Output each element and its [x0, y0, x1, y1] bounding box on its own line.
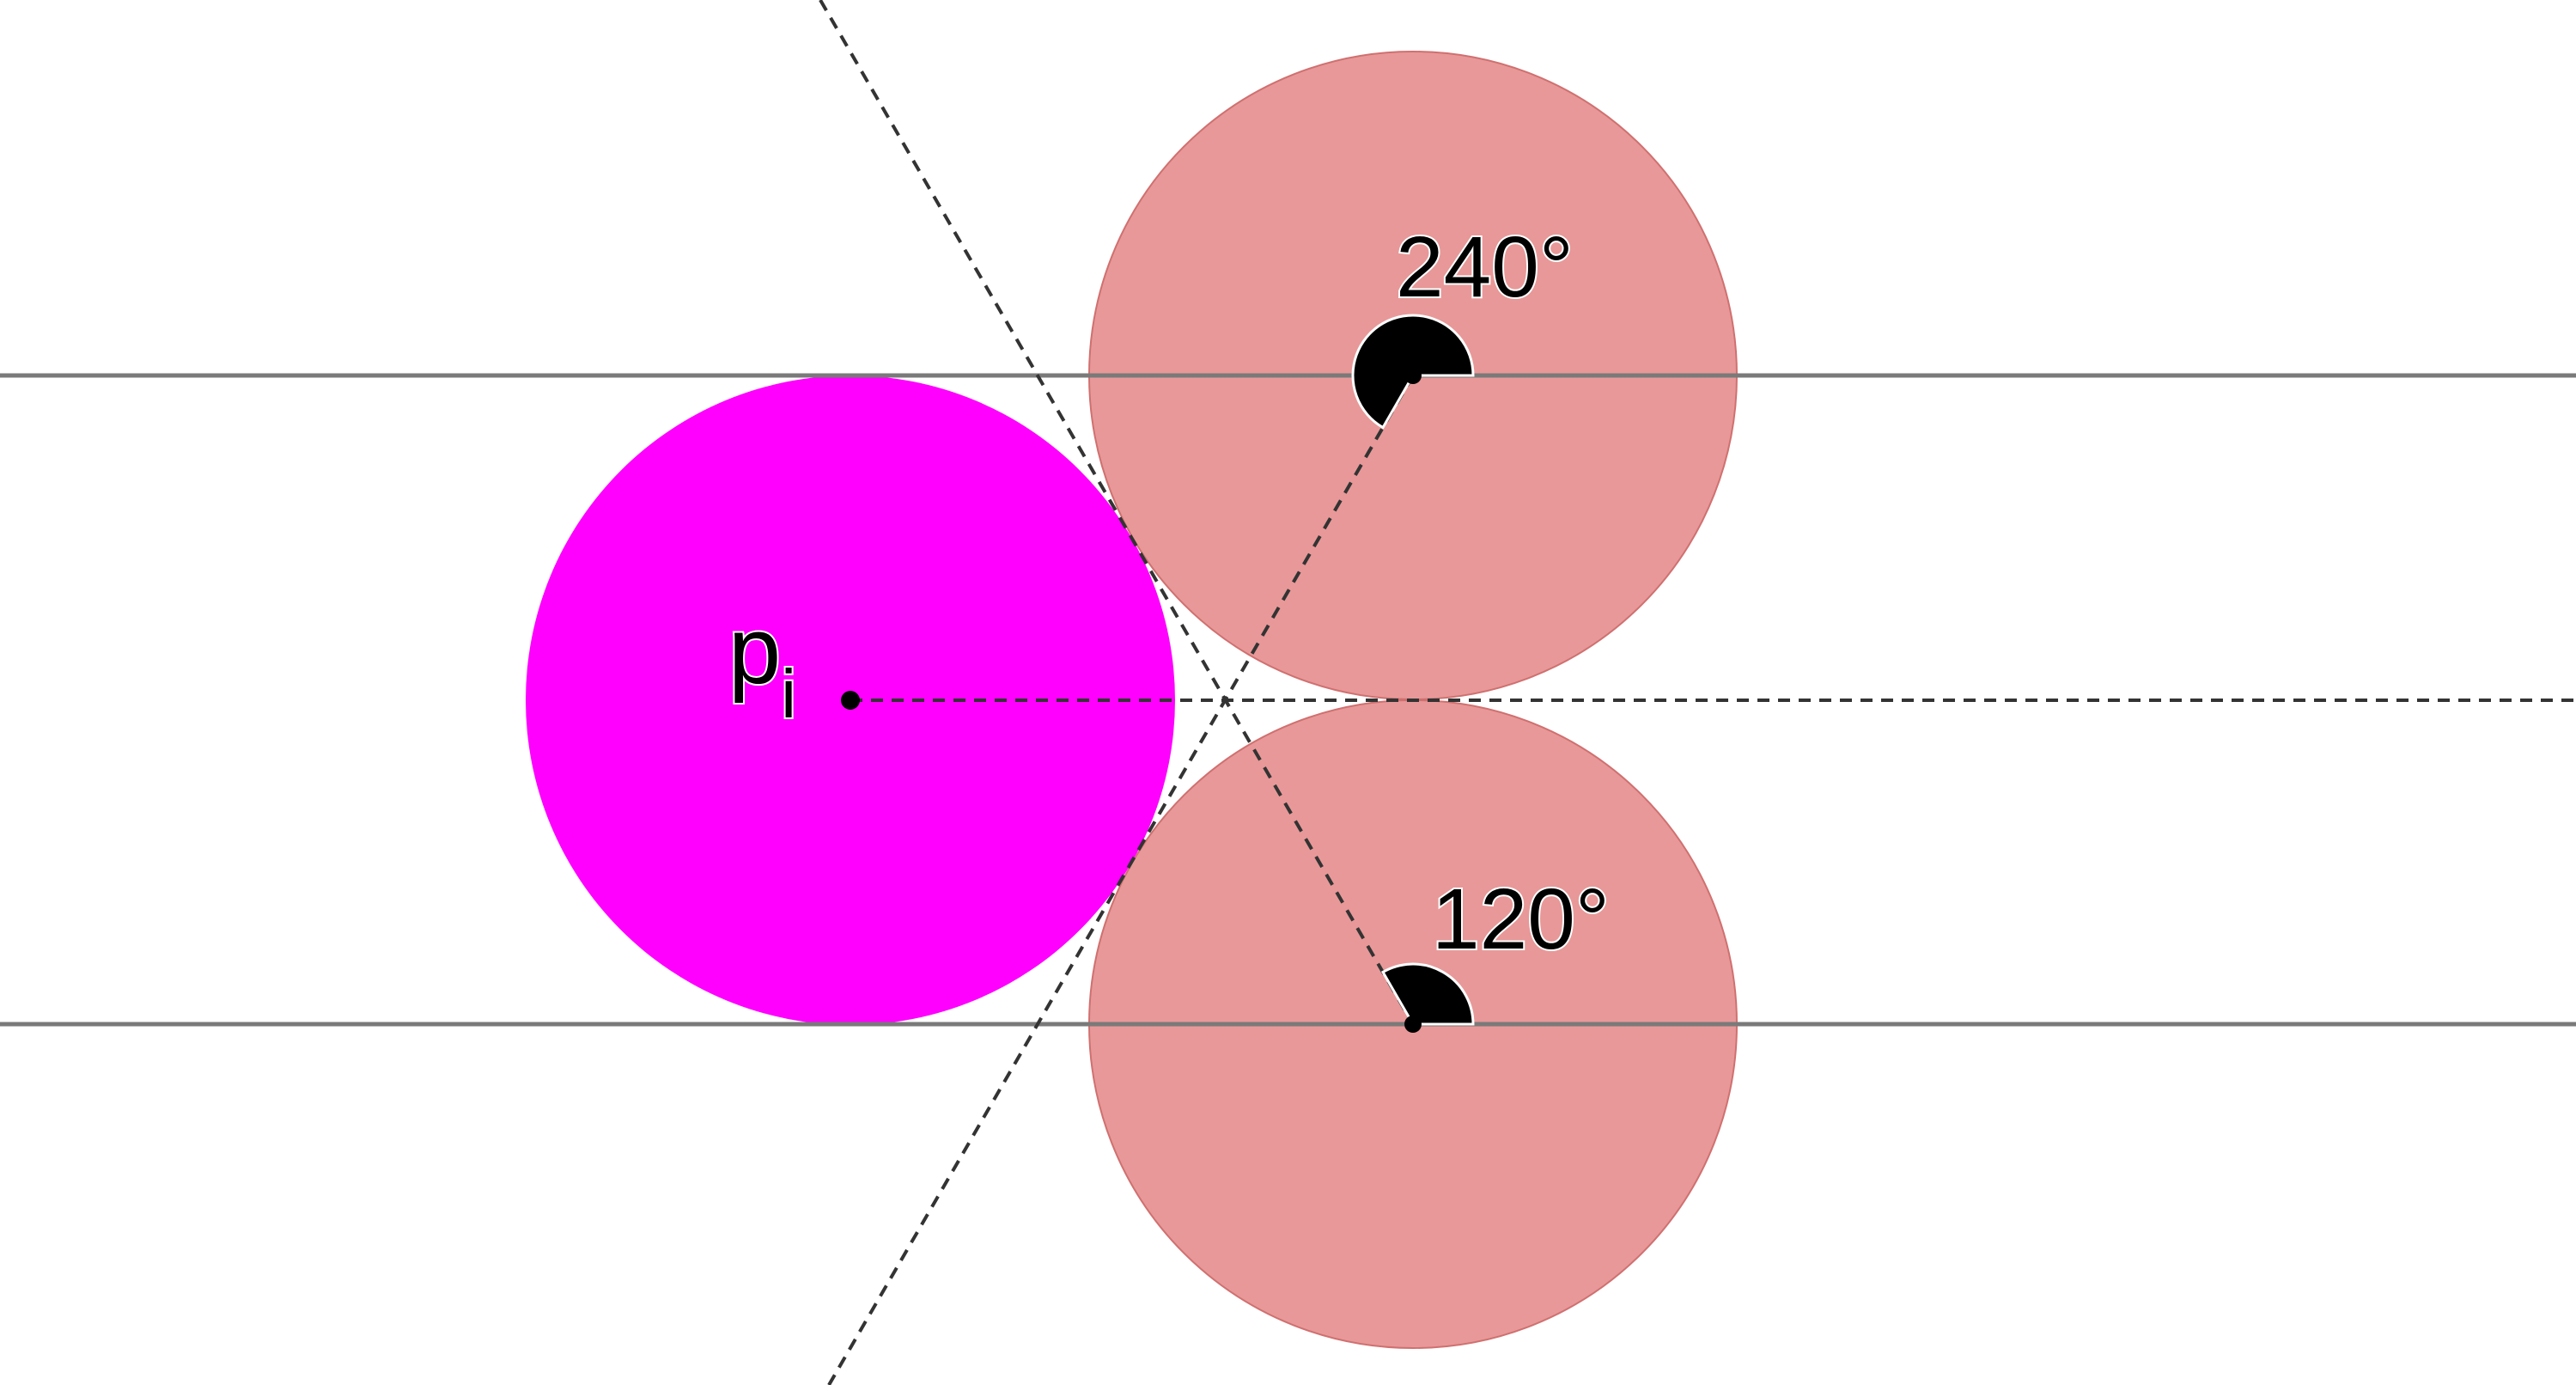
- dashed-line-120: [819, 0, 1415, 1026]
- angle-label-240: 240°: [1396, 219, 1574, 315]
- center-dot-bottom: [1404, 1016, 1422, 1033]
- dashed-line-240: [827, 374, 1415, 1385]
- center-dot-top: [1404, 367, 1422, 384]
- angle-marker-120: [1380, 962, 1475, 1026]
- point-label-subscript: i: [781, 656, 796, 732]
- point-pi-dot: [841, 691, 860, 710]
- point-label-main: p: [728, 598, 781, 704]
- point-label: pi: [728, 598, 796, 732]
- angle-label-120: 120°: [1432, 871, 1610, 967]
